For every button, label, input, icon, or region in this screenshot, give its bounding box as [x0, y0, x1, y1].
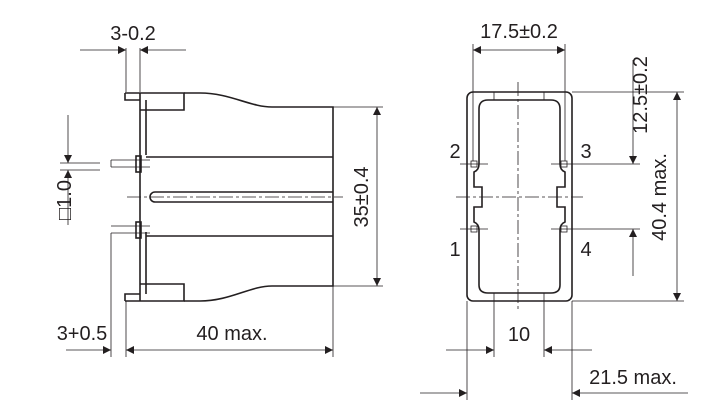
dim-center: 10	[508, 324, 530, 346]
dim-width: 21.5 max.	[589, 367, 677, 389]
dim-pin-length: 3+0.5	[57, 323, 108, 345]
dim-side-height: 35±0.4	[351, 166, 373, 227]
pin-label-4: 4	[580, 239, 591, 261]
dim-bottom-height: 40.4 max.	[649, 153, 671, 241]
pin-label-2: 2	[449, 141, 460, 163]
side-view: 3-0.2 □1.0 35±0.4 40 max. 3+0.5	[54, 23, 383, 357]
bottom-view: 2 3 1 4 17.5±0.2 12.5±0.2 40.4 max. 10 2…	[420, 21, 688, 400]
pins	[460, 160, 640, 233]
dim-pin-size: □1.0	[54, 180, 76, 220]
dim-pin-spacing-x: 17.5±0.2	[480, 21, 558, 43]
dim-length: 40 max.	[196, 323, 267, 345]
pin-label-3: 3	[580, 141, 591, 163]
dim-pin-spacing-y: 12.5±0.2	[630, 56, 652, 134]
pin-label-1: 1	[449, 239, 460, 261]
dim-plate-thickness: 3-0.2	[110, 23, 156, 45]
